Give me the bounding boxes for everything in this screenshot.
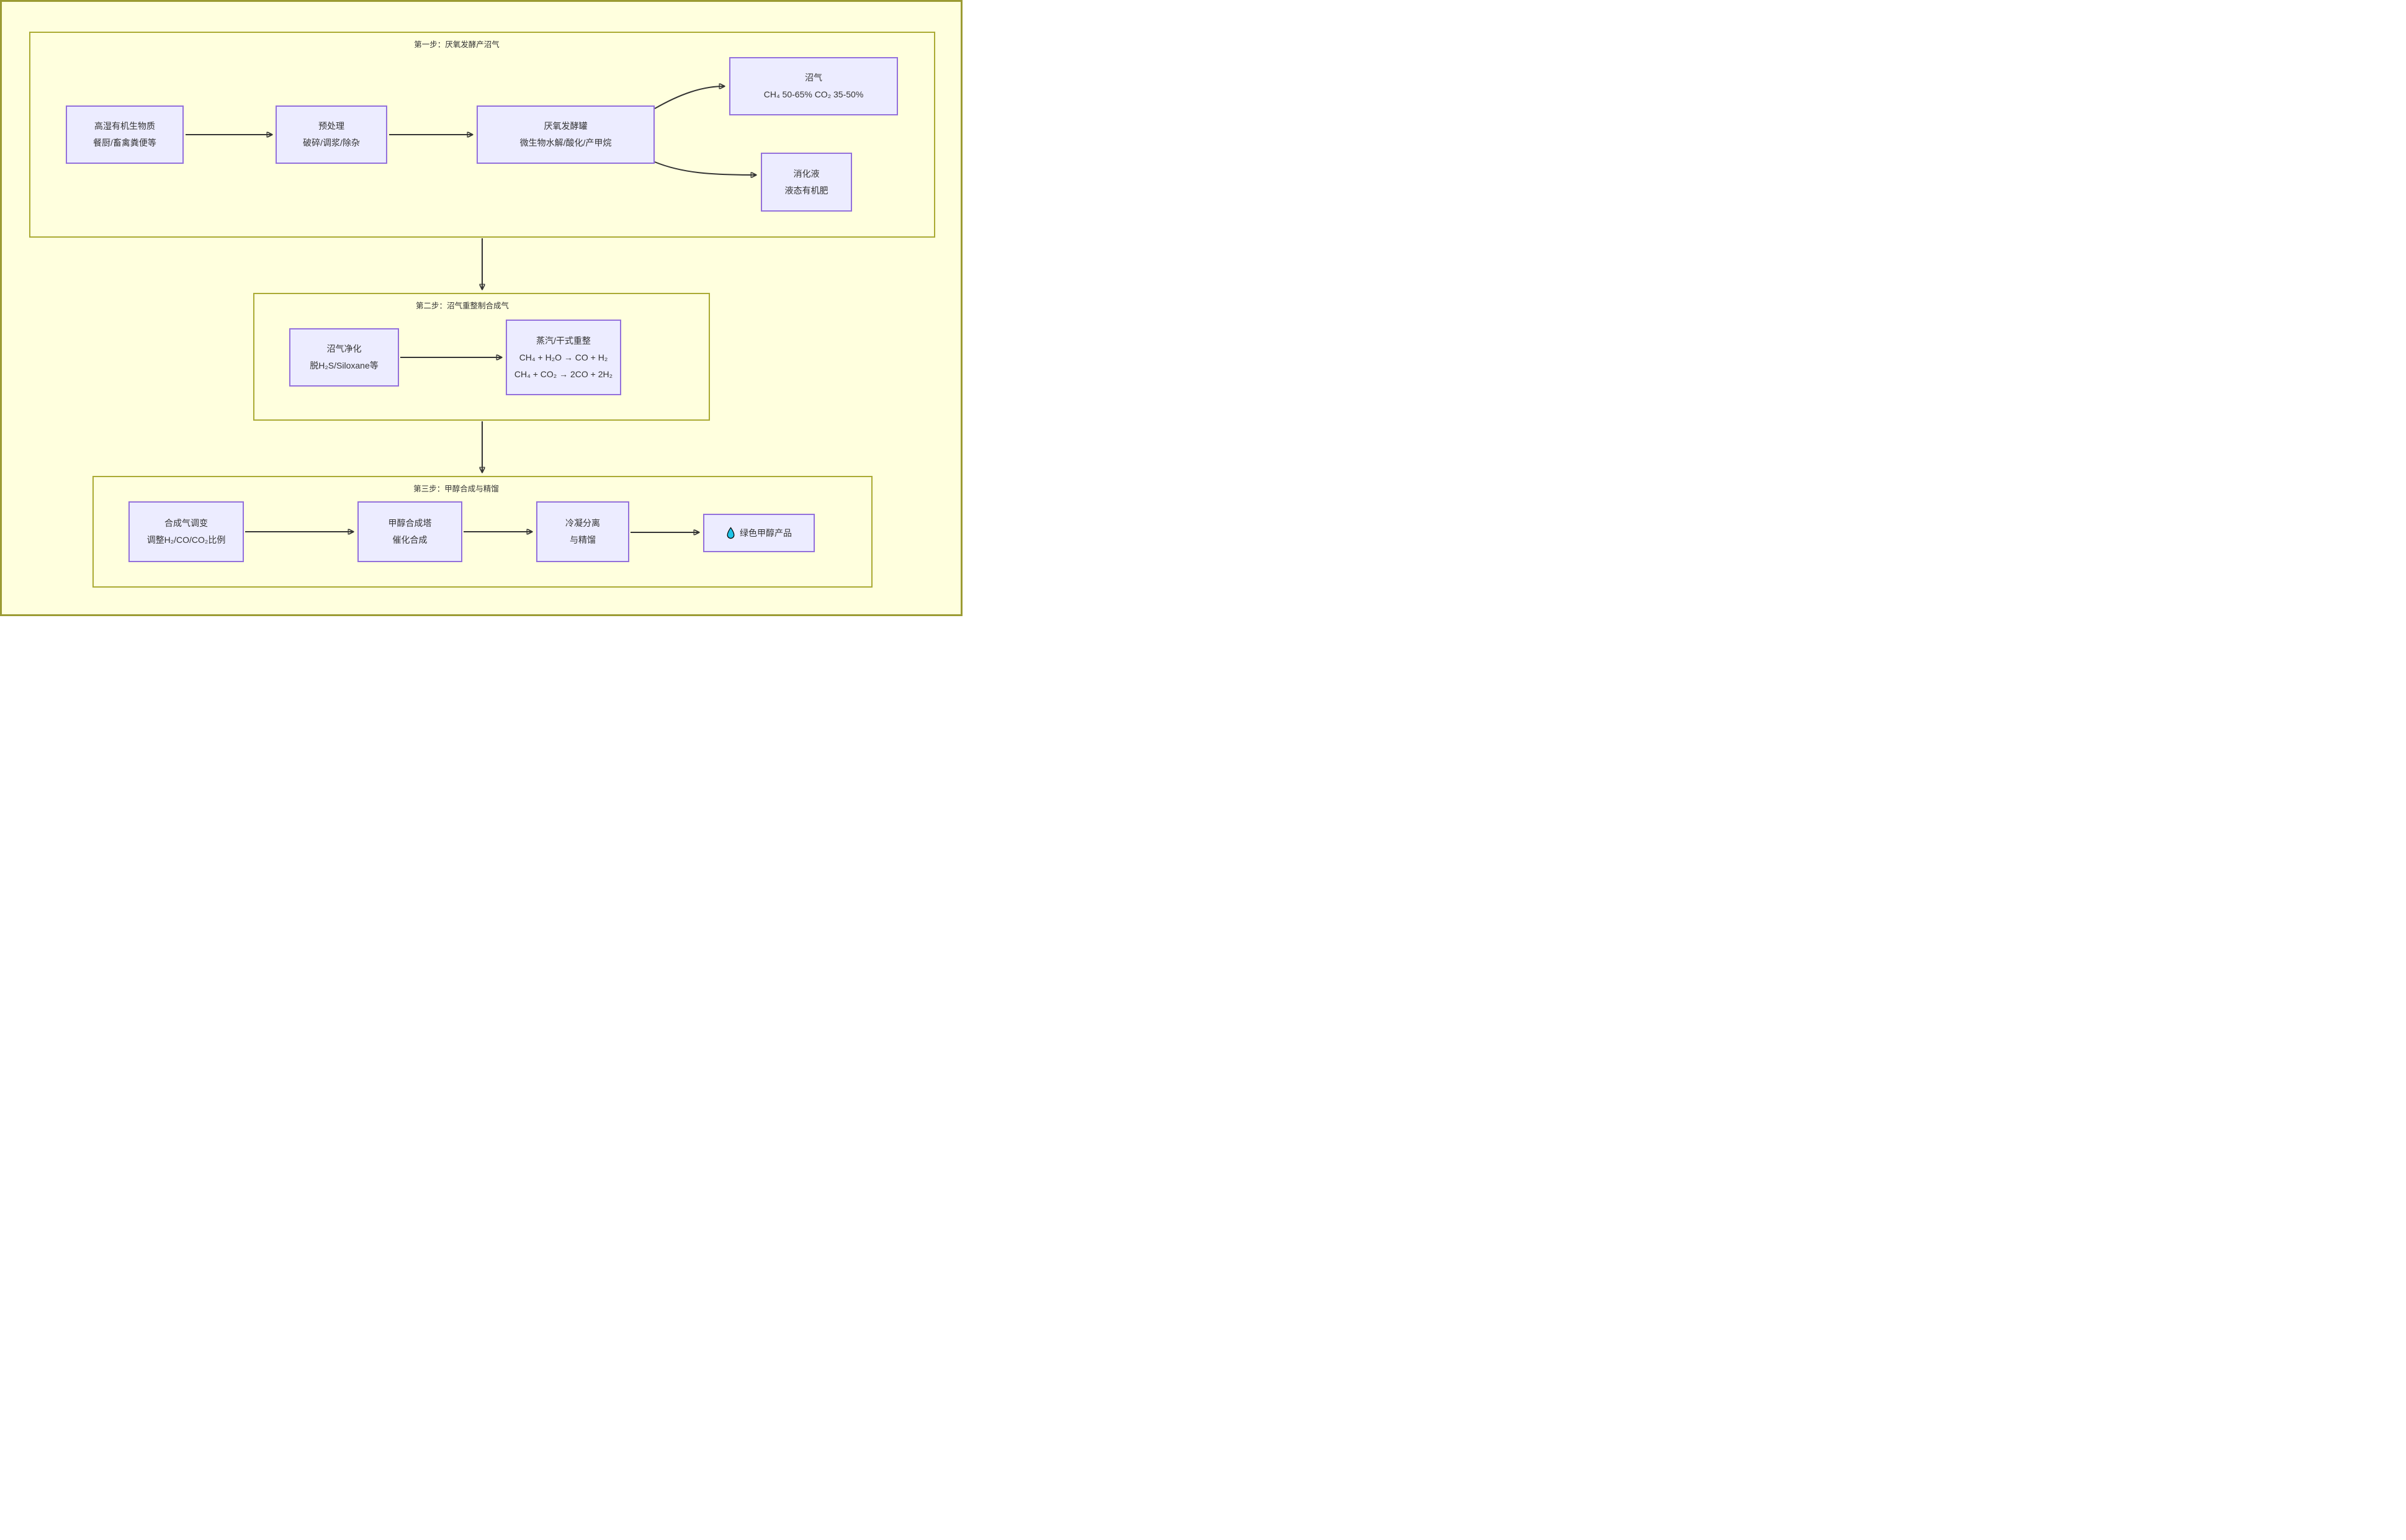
node-reforming-equation1: CH₄ + H₂O → CO + H₂ [519,352,608,362]
node-biomass-line1: 高湿有机生物质 [94,121,155,131]
node-biomass: 高湿有机生物质 餐厨/畜禽粪便等 [66,105,184,164]
subgraph-step1-title: 第一步：厌氧发酵产沼气 [414,40,500,49]
node-syngas-adjustment-line2: 调整H₂/CO/CO₂比例 [146,535,226,545]
node-digestate: 消化液 液态有机肥 [761,153,852,212]
node-biogas-purification-line1: 沼气净化 [326,344,362,354]
node-digester-line2: 微生物水解/酸化/产甲烷 [519,138,612,148]
flowchart-canvas: 第一步：厌氧发酵产沼气 第二步：沼气重整制合成气 第三步：甲醇合成与精馏 高湿有… [0,0,963,616]
node-digester-line1: 厌氧发酵罐 [544,121,588,131]
node-synthesis-tower-line1: 甲醇合成塔 [388,518,432,528]
node-reforming: 蒸汽/干式重整 CH₄ + H₂O → CO + H₂ CH₄ + CO₂ → … [506,320,621,395]
node-green-methanol-product: 绿色甲醇产品 [703,514,815,552]
node-biogas-purification: 沼气净化 脱H₂S/Siloxane等 [289,328,399,387]
node-reforming-equation2: CH₄ + CO₂ → 2CO + 2H₂ [514,369,613,379]
node-pretreatment: 预处理 破碎/调浆/除杂 [276,105,387,164]
node-syngas-adjustment: 合成气调变 调整H₂/CO/CO₂比例 [128,501,244,562]
node-digestate-line1: 消化液 [793,168,820,179]
droplet-icon [727,526,735,539]
node-green-methanol-product-label: 绿色甲醇产品 [740,527,792,538]
subgraph-step3-title: 第三步：甲醇合成与精馏 [413,485,499,493]
node-biogas: 沼气 CH₄ 50-65% CO₂ 35-50% [729,57,898,115]
node-biogas-line1: 沼气 [805,73,822,83]
subgraph-step2-title: 第二步：沼气重整制合成气 [415,302,509,310]
node-condensation-line2: 与精馏 [570,535,596,545]
node-biogas-line2: CH₄ 50-65% CO₂ 35-50% [763,89,864,99]
node-synthesis-tower: 甲醇合成塔 催化合成 [357,501,462,562]
node-digestate-line2: 液态有机肥 [784,185,828,195]
node-synthesis-tower-line2: 催化合成 [392,535,428,545]
node-condensation: 冷凝分离 与精馏 [536,501,629,562]
node-reforming-line1: 蒸汽/干式重整 [536,335,591,346]
node-syngas-adjustment-line1: 合成气调变 [164,518,208,528]
node-biomass-line2: 餐厨/畜禽粪便等 [93,138,156,148]
node-pretreatment-line2: 破碎/调浆/除杂 [303,138,360,148]
node-digester: 厌氧发酵罐 微生物水解/酸化/产甲烷 [477,105,655,164]
node-condensation-line1: 冷凝分离 [565,518,600,528]
node-biogas-purification-line2: 脱H₂S/Siloxane等 [310,360,379,370]
node-pretreatment-line1: 预处理 [318,121,344,131]
